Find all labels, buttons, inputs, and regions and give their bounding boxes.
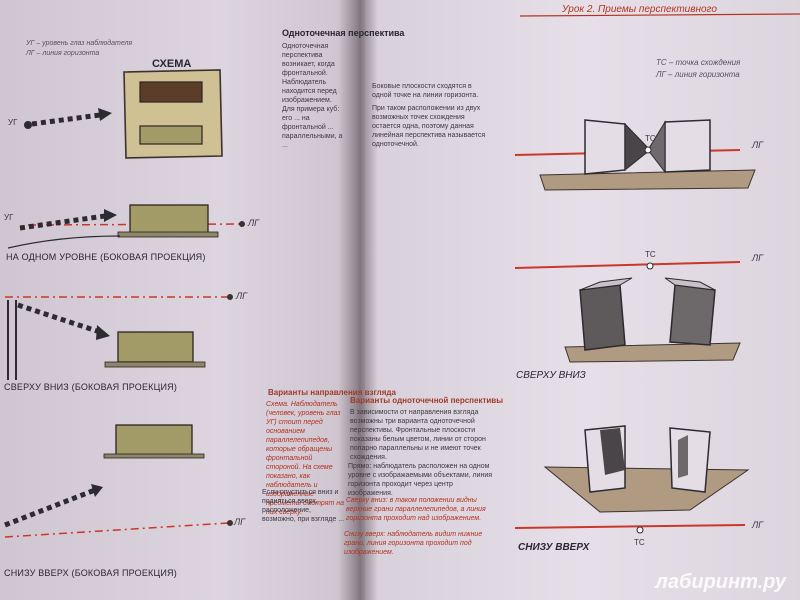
option-top-down: Сверху вниз: в таком положении видны вер… [346, 497, 486, 522]
prism-right [669, 284, 716, 346]
scheme-label: СХЕМА [152, 58, 192, 70]
cube-right-front [664, 119, 711, 173]
horizon-end-3 [227, 520, 233, 526]
horizon-right-2 [514, 261, 741, 269]
lg-label-level: ЛГ [248, 218, 260, 228]
legend-ug: УГ – уровень глаз наблюдателя [26, 40, 133, 47]
horizon-line-3 [4, 522, 229, 538]
ug-label: УГ [8, 118, 18, 127]
variants-heading-left: Варианты направления взгляда [268, 388, 396, 397]
scheme-box-bottom [139, 125, 203, 145]
prism-left [579, 284, 626, 351]
prism-right-3 [669, 427, 711, 493]
section-heading: Одноточечная перспектива [282, 28, 405, 38]
page-header: Урок 2. Приемы перспективного [562, 4, 717, 15]
box-bottom-up [115, 424, 193, 456]
one-point-paragraph: При таком расположении из двух возможных… [372, 105, 486, 148]
sight-line-2 [17, 302, 101, 335]
legend-lg-right: ЛГ – линия горизонта [656, 70, 740, 79]
cube-left-front [584, 119, 626, 175]
variants-heading-right: Варианты одноточечной перспективы [350, 396, 504, 405]
tc-label-1: ТС [645, 134, 656, 143]
horizon-end-2 [227, 294, 233, 300]
caption-bottom-up: СНИЗУ ВВЕРХ (БОКОВАЯ ПРОЕКЦИЯ) [4, 568, 177, 578]
sight-line-3 [4, 487, 96, 528]
tc-label-2: ТС [645, 250, 656, 259]
convergence-paragraph: Боковые плоскости сходятся в одной точке… [372, 83, 479, 99]
sight-arrow [31, 112, 101, 127]
caption-bottom-up-right: СНИЗУ ВВЕРХ [518, 542, 590, 553]
tc-label-3: ТС [634, 538, 645, 547]
eye-icon [24, 121, 32, 129]
floor-1 [539, 169, 756, 191]
caption-top-down: СВЕРХУ ВНИЗ (БОКОВАЯ ПРОЕКЦИЯ) [4, 382, 178, 392]
caption-top-down-right: СВЕРХУ ВНИЗ [516, 370, 586, 381]
variants-text-left-2: Если опуститься вниз и подняться вверх, … [262, 489, 345, 523]
sight-line-1 [19, 213, 106, 231]
lg-label-bottom-up: ЛГ [234, 517, 246, 527]
box-top-down [117, 331, 194, 363]
legend-lg: ЛГ – линия горизонта [26, 50, 100, 57]
variants-text-right: В зависимости от направления взгляда воз… [350, 409, 486, 461]
sight-arrow-head [98, 108, 112, 121]
ceiling-3 [543, 466, 750, 513]
horizon-right-3 [514, 524, 746, 529]
vanishing-point-2 [646, 262, 654, 270]
legend-tc: ТС – точка схождения [656, 58, 741, 67]
ug-label-level: УГ [4, 213, 14, 222]
lg-label-right-3: ЛГ [752, 520, 764, 530]
header-rule [519, 13, 800, 17]
book-gutter [338, 0, 378, 600]
caption-level: НА ОДНОМ УРОВНЕ (БОКОВАЯ ПРОЕКЦИЯ) [6, 252, 206, 262]
scheme-box-top [139, 81, 203, 103]
horizon-end-1 [239, 221, 245, 227]
variants-text-left: Схема. Наблюдатель (человек, уровень гла… [266, 401, 344, 516]
box-level [129, 204, 209, 234]
watermark: лабиринт.ру [655, 571, 786, 593]
lg-label-right-2: ЛГ [752, 253, 764, 263]
option-straight: Прямо: наблюдатель расположен на одном у… [348, 463, 493, 497]
intro-paragraph: Одноточечная перспектива возникает, когд… [282, 43, 343, 149]
vanishing-point-1 [644, 146, 652, 154]
lg-label-right-1: ЛГ [752, 140, 764, 150]
lg-label-top-down: ЛГ [236, 291, 248, 301]
option-bottom-up: Снизу вверх: наблюдатель видит нижние гр… [344, 531, 483, 556]
vanishing-point-3 [636, 526, 644, 534]
